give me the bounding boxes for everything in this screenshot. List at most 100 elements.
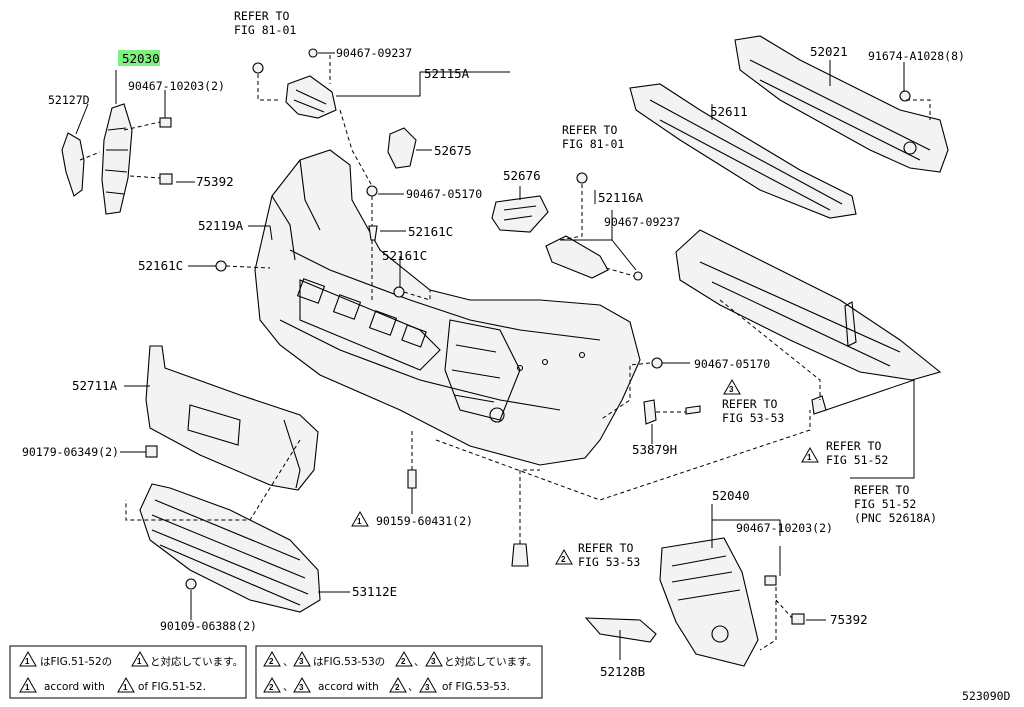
label-90467-09237-left: 90467-09237 [336, 46, 412, 60]
label-52161c-left: 52161C [138, 258, 183, 273]
svg-text:と対応しています。: と対応しています。 [444, 655, 537, 668]
label-52116a: 52116A [598, 190, 644, 205]
bolt-91674-drawing [899, 90, 911, 102]
svg-text:2: 2 [561, 555, 566, 564]
label-90467-09237-right: 90467-09237 [604, 215, 680, 229]
label-refer-51-52-b-2: FIG 51-52 [854, 497, 916, 511]
svg-text:accord with: accord with [318, 681, 379, 693]
svg-text:2: 2 [395, 683, 400, 692]
diagram-code: 523090D [962, 689, 1011, 703]
svg-text:1: 1 [137, 657, 142, 666]
clip-refer-53-53-lower-drawing [511, 543, 529, 567]
label-refer-51-52-a-1: REFER TO [826, 439, 881, 453]
svg-text:1: 1 [25, 683, 30, 692]
triangle-mark-1-refer: 1 [801, 446, 819, 463]
label-refer-81-01-right-1: REFER TO [562, 123, 617, 137]
part-52127d-drawing [61, 132, 85, 197]
triangle-mark-3-upper: 3 [723, 378, 741, 395]
label-52676: 52676 [503, 168, 541, 183]
label-90159: 90159-60431(2) [376, 514, 473, 528]
svg-text:と対応しています。: と対応しています。 [150, 655, 243, 668]
clip-90467-09237-right-drawing [633, 271, 643, 281]
label-52161c-mid: 52161C [382, 248, 427, 263]
label-52711a: 52711A [72, 378, 118, 393]
label-53879h: 53879H [632, 442, 677, 457]
legend-box-fig-51-52: 1 はFIG.51-52の 1 と対応しています。 1 accord with … [9, 645, 247, 699]
svg-text:2: 2 [269, 683, 274, 692]
clip-90467-09237-left-drawing [308, 48, 318, 58]
svg-text:、: 、 [414, 656, 425, 668]
bolt-90109-drawing [185, 578, 197, 590]
triangle-mark-2-lower: 2 [555, 548, 573, 565]
svg-text:of FIG.53-53.: of FIG.53-53. [442, 681, 510, 693]
label-52675: 52675 [434, 143, 472, 158]
svg-text:3: 3 [299, 683, 304, 692]
label-52161c-upper: 52161C [408, 224, 453, 239]
label-52611: 52611 [710, 104, 748, 119]
legend-box-fig-53-53: 2 、 3 はFIG.53-53の 2 、 3 と対応しています。 2 、 3 … [255, 645, 543, 699]
svg-text:、: 、 [283, 656, 294, 668]
svg-text:、: 、 [283, 681, 294, 693]
label-refer-51-52-a-2: FIG 51-52 [826, 453, 888, 467]
svg-text:はFIG.53-53の: はFIG.53-53の [313, 656, 385, 668]
label-90467-05170-left: 90467-05170 [406, 187, 482, 201]
label-90467-10203-left: 90467-10203(2) [128, 79, 225, 93]
svg-text:1: 1 [807, 453, 812, 462]
part-52675-drawing [387, 127, 417, 169]
clip-90179-drawing [145, 445, 158, 458]
label-refer-81-01-left-2: FIG 81-01 [234, 23, 296, 37]
label-52115a: 52115A [424, 66, 470, 81]
reinforcement-52021-drawing [734, 35, 949, 173]
clip-90467-05170-right-drawing [651, 357, 663, 369]
label-52040: 52040 [712, 488, 750, 503]
label-refer-53-53-lower-2: FIG 53-53 [578, 555, 640, 569]
bracket-52116a-drawing [545, 235, 609, 279]
label-refer-53-53-upper-1: REFER TO [722, 397, 777, 411]
screw-refer-81-01-drawing [252, 62, 264, 74]
label-90109: 90109-06388(2) [160, 619, 257, 633]
label-52127d: 52127D [48, 93, 90, 107]
label-refer-51-52-b-1: REFER TO [854, 483, 909, 497]
svg-text:はFIG.51-52の: はFIG.51-52の [40, 656, 112, 668]
svg-text:of FIG.51-52.: of FIG.51-52. [138, 681, 206, 693]
label-75392-left: 75392 [196, 174, 234, 189]
clip-90159-drawing [407, 469, 417, 489]
svg-text:1: 1 [123, 683, 128, 692]
screw-refer-53-53-drawing [685, 405, 701, 415]
triangle-mark-1-90159: 1 [351, 510, 369, 527]
screw-refer-81-01-right-drawing [576, 172, 588, 184]
part-52030-drawing [101, 103, 133, 215]
label-75392-right: 75392 [830, 612, 868, 627]
svg-text:1: 1 [25, 657, 30, 666]
clip-90467-10203-left-drawing [159, 117, 172, 128]
clip-52161c-mid-drawing [393, 286, 405, 298]
part-52676-drawing [491, 195, 549, 233]
label-91674: 91674-A1028(8) [868, 49, 965, 63]
lower-reinforcement-drawing [675, 229, 942, 381]
highlight-52030 [118, 50, 160, 66]
label-refer-51-52-b-3: (PNC 52618A) [854, 511, 937, 525]
svg-text:3: 3 [425, 683, 430, 692]
svg-text:3: 3 [299, 657, 304, 666]
label-refer-53-53-upper-2: FIG 53-53 [722, 411, 784, 425]
label-52030: 52030 [122, 51, 160, 66]
bumper-cover-52119a-drawing [254, 149, 641, 466]
label-refer-81-01-left-1: REFER TO [234, 9, 289, 23]
clip-90467-05170-left-drawing [366, 185, 378, 197]
clip-52161c-upper-drawing [368, 225, 378, 241]
svg-text:3: 3 [431, 657, 436, 666]
part-52040-drawing [659, 537, 759, 667]
svg-text:、: 、 [408, 681, 419, 693]
svg-text:2: 2 [401, 657, 406, 666]
label-90179: 90179-06349(2) [22, 445, 119, 459]
part-52128b-drawing [584, 617, 657, 643]
label-52021: 52021 [810, 44, 848, 59]
label-53112e: 53112E [352, 584, 397, 599]
label-refer-53-53-lower-1: REFER TO [578, 541, 633, 555]
clip-refer-51-52-drawing [811, 395, 827, 415]
label-refer-81-01-right-2: FIG 81-01 [562, 137, 624, 151]
label-52128b: 52128B [600, 664, 645, 679]
clip-90467-10203-right-drawing [764, 575, 777, 586]
